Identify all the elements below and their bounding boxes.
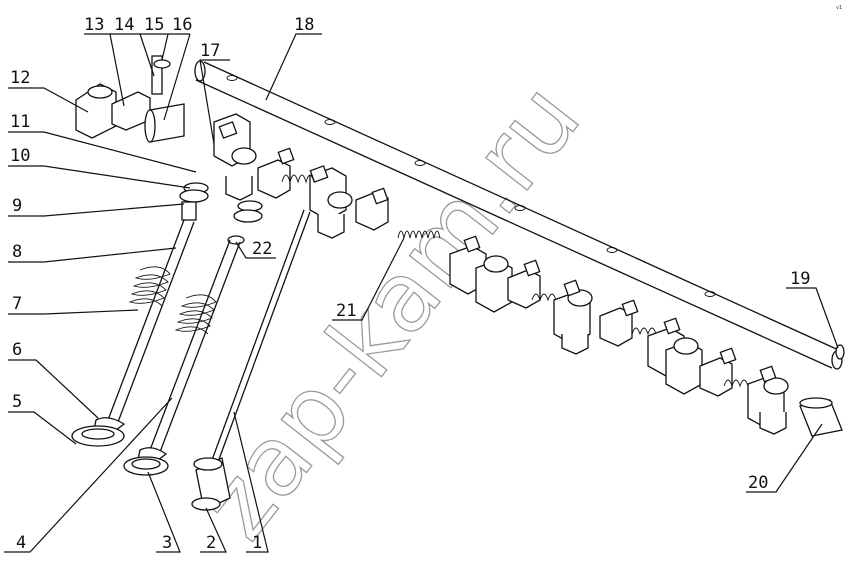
callout-10: 10 (10, 146, 30, 166)
callout-22: 22 (252, 239, 272, 259)
callout-labels: 18 17 13 14 15 16 12 11 10 9 8 7 6 (4, 15, 839, 553)
rocker-spring-mid-2 (631, 327, 657, 336)
callout-7: 7 (12, 294, 22, 314)
valve-assembly-right (123, 200, 263, 476)
callout-20: 20 (748, 473, 768, 493)
callout-6: 6 (12, 340, 22, 360)
callout-9: 9 (12, 196, 22, 216)
pushrod-1 (211, 209, 311, 463)
callout-18: 18 (294, 15, 314, 35)
spring-21 (397, 230, 441, 239)
callout-13: 13 (84, 15, 104, 35)
callout-3: 3 (162, 533, 172, 553)
callout-15: 15 (144, 15, 164, 35)
rocker-arm-group-upper (213, 113, 389, 239)
callout-21: 21 (336, 301, 356, 321)
rocker-shaft (194, 60, 844, 370)
rocker-arm-group-lower (449, 235, 789, 435)
sleeve-20 (799, 397, 843, 437)
callout-17: 17 (200, 41, 220, 61)
callout-16: 16 (172, 15, 192, 35)
callout-8: 8 (12, 242, 22, 262)
callout-5: 5 (12, 392, 22, 412)
callout-14: 14 (114, 15, 134, 35)
callout-4: 4 (16, 533, 26, 553)
callout-12: 12 (10, 68, 30, 88)
tappet-2 (191, 457, 231, 511)
corner-mark: v1 (836, 5, 842, 11)
callout-2: 2 (206, 533, 216, 553)
rocker-spring-mid-1 (531, 293, 557, 302)
rocker-spring-upper (281, 174, 315, 184)
rocker-assembly-left (75, 55, 185, 143)
callout-19: 19 (790, 269, 810, 289)
plug-19 (835, 344, 845, 360)
rocker-spring-end (723, 379, 749, 388)
callout-11: 11 (10, 112, 30, 132)
callout-1: 1 (252, 533, 262, 553)
valve-assembly-left (71, 182, 209, 447)
